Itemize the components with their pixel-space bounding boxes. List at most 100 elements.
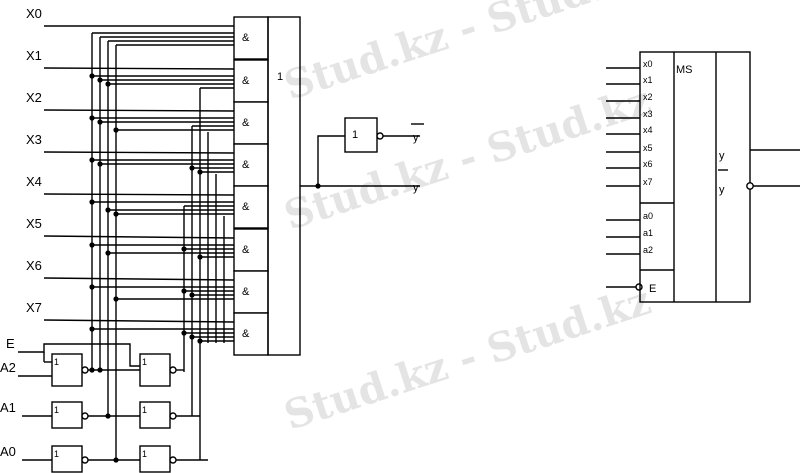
input-label-x6: X6 xyxy=(26,258,42,273)
and-gate xyxy=(233,185,269,229)
ms-address-label-a0: a0 xyxy=(643,211,653,221)
junction-dot xyxy=(181,246,187,252)
output-y-label: y xyxy=(413,182,419,194)
junction-dot xyxy=(113,296,119,302)
ms-input-label-x5: x5 xyxy=(643,143,653,153)
junction-dots xyxy=(89,73,321,463)
junction-dot xyxy=(89,326,95,332)
junction-dot xyxy=(105,207,111,213)
junction-dot xyxy=(97,119,103,125)
and-gate xyxy=(233,59,269,103)
junction-dot xyxy=(89,242,95,248)
inversion-bubble xyxy=(169,456,177,464)
ms-address-label-a1: a1 xyxy=(643,228,653,238)
input-label-x3: X3 xyxy=(26,132,42,147)
and-symbol: & xyxy=(242,328,250,340)
ms-block xyxy=(639,51,800,303)
ms-input-label-x7: x7 xyxy=(643,177,653,187)
input-line-x7 xyxy=(43,319,235,323)
junction-dot xyxy=(189,292,195,298)
gate-symbol: 1 xyxy=(54,357,59,367)
junction-dot xyxy=(89,199,95,205)
ms-input-label-x2: x2 xyxy=(643,92,653,102)
inversion-bubble xyxy=(81,366,89,374)
or-gate xyxy=(267,16,301,356)
and-gate xyxy=(233,16,269,60)
ms-input-label-x4: x4 xyxy=(643,125,653,135)
ms-outline xyxy=(639,51,751,303)
ms-output-y: y xyxy=(719,150,725,162)
and-gate xyxy=(233,228,269,272)
junction-dot xyxy=(89,284,95,290)
input-line-x3 xyxy=(43,151,235,154)
input-label-x5: X5 xyxy=(26,216,42,231)
watermark-layer: Stud.kz - Stud.kz Stud.kz - Stud.kz Stud… xyxy=(279,0,657,440)
input-label-x4: X4 xyxy=(26,174,42,189)
ms-enable-bubble xyxy=(635,283,643,291)
inverter-a2 xyxy=(139,353,171,387)
control-label-a0: A0 xyxy=(0,444,16,459)
ms-input-label-x3: x3 xyxy=(643,109,653,119)
and-gate xyxy=(233,101,269,145)
and-symbol: & xyxy=(242,32,250,44)
junction-dot xyxy=(197,169,203,175)
junction-dot xyxy=(189,165,195,171)
control-label-a2: A2 xyxy=(0,360,16,375)
junction-dot xyxy=(197,254,203,260)
junction-dot xyxy=(89,73,95,79)
ms-output-ybar: y xyxy=(719,184,725,196)
junction-dot xyxy=(113,457,119,463)
and-gate xyxy=(233,143,269,187)
wires xyxy=(18,25,640,461)
input-label-x7: X7 xyxy=(26,300,42,315)
and-symbol: & xyxy=(242,117,250,129)
control-label-e: E xyxy=(6,336,15,351)
inversion-bubble xyxy=(81,456,89,464)
junction-dot xyxy=(181,288,187,294)
and-gate xyxy=(233,270,269,314)
ms-input-label-x6: x6 xyxy=(643,159,653,169)
and-symbol: & xyxy=(242,159,250,171)
junction-dot xyxy=(89,157,95,163)
junction-dot xyxy=(89,115,95,121)
input-line-x6 xyxy=(43,277,235,281)
input-line-x1 xyxy=(43,67,235,70)
and-symbol: & xyxy=(242,244,250,256)
ms-enable-label: E xyxy=(649,283,656,295)
junction-dot xyxy=(113,127,119,133)
ms-input-label-x1: x1 xyxy=(643,75,653,85)
junction-dot xyxy=(105,413,111,419)
watermark-text: Stud.kz - Stud.kz xyxy=(279,77,657,240)
inverter-e-a2 xyxy=(51,353,83,387)
and-symbol: & xyxy=(242,286,250,298)
ms-address-label-a2: a2 xyxy=(643,245,653,255)
input-label-x0: X0 xyxy=(26,6,42,21)
output-inversion-bubble xyxy=(376,132,384,140)
junction-dot xyxy=(181,330,187,336)
and-gate xyxy=(233,312,269,356)
gate-symbol: 1 xyxy=(54,449,59,459)
output-inverter xyxy=(344,117,378,153)
junction-dot xyxy=(315,183,321,189)
or-symbol: 1 xyxy=(277,71,283,83)
junction-dot xyxy=(89,367,95,373)
junction-dot xyxy=(97,367,103,373)
inverter-a1-second xyxy=(139,401,171,429)
junction-dot xyxy=(97,161,103,167)
and-symbol: & xyxy=(242,201,250,213)
ms-input-label-x0: x0 xyxy=(643,59,653,69)
gate-symbol: 1 xyxy=(142,449,147,459)
junction-dot xyxy=(105,81,111,87)
inverter-symbol: 1 xyxy=(352,129,358,141)
inverter-a1 xyxy=(51,401,83,429)
gate-symbol: 1 xyxy=(142,405,147,415)
junction-dot xyxy=(97,77,103,83)
ms-inversion-bubble xyxy=(746,182,754,190)
input-line-x2 xyxy=(43,109,235,112)
junction-dot xyxy=(113,211,119,217)
watermark-text: Stud.kz - Stud.kz xyxy=(279,277,657,440)
